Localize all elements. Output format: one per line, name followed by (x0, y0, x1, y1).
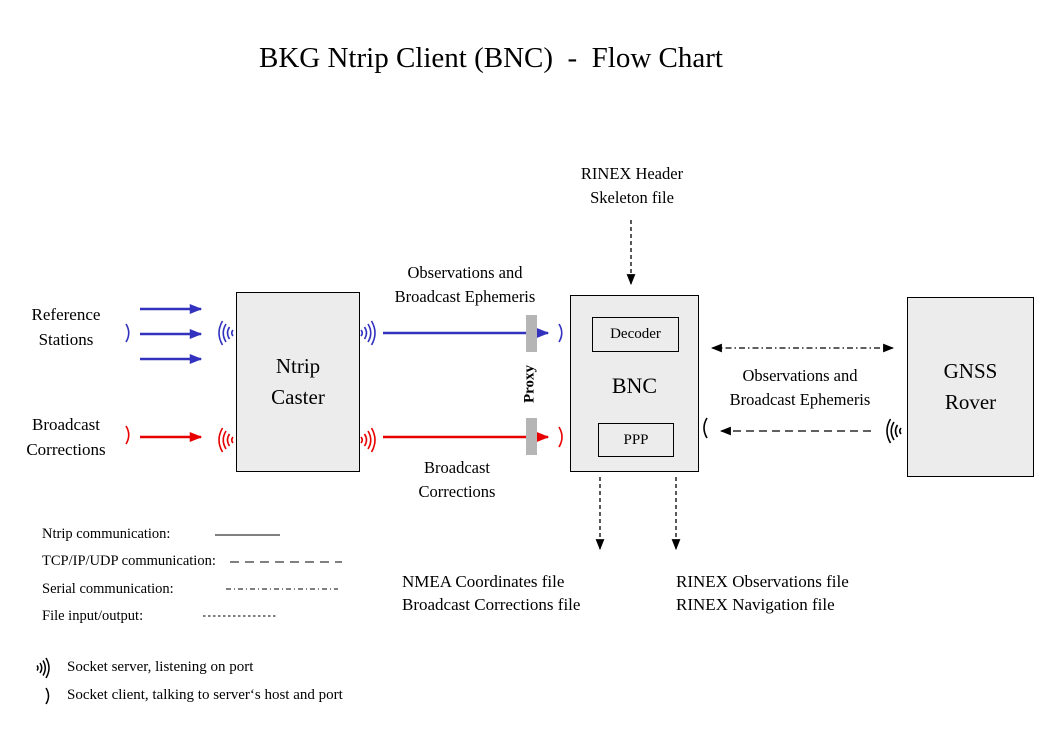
socket-client-icon-bnc-right (703, 417, 708, 439)
socket-client-icon-legend (45, 687, 50, 705)
socket-legend-server: Socket server, listening on port (67, 659, 254, 675)
ppp-label: PPP (623, 431, 649, 448)
socket-server-icon-legend (36, 657, 50, 679)
socket-legend-client: Socket client, talking to server‘s host … (67, 687, 343, 703)
gnss-rover-label-line2: Rover (944, 390, 997, 414)
socket-server-icon-rover (886, 418, 902, 444)
label-reference-stations: Reference Stations (31, 305, 101, 349)
label-nmea-output-files: NMEA Coordinates file Broadcast Correcti… (402, 572, 581, 614)
socket-server-icon-caster-left-red (218, 427, 234, 453)
label-rinex-output-files: RINEX Observations file RINEX Navigation… (676, 572, 849, 614)
legend-item-tcp: TCP/IP/UDP communication: (42, 553, 216, 569)
label-rinex-header-skeleton: RINEX Header Skeleton file (580, 164, 684, 207)
label-observations-ephemeris-top: Observations and Broadcast Ephemeris (394, 263, 536, 306)
node-ntrip-caster: Ntrip Caster (236, 292, 360, 472)
bnc-output-file-arrows (595, 477, 681, 551)
socket-client-icon-bnc-red (558, 426, 563, 448)
proxy-label: Proxy (521, 364, 538, 404)
legend-item-ntrip: Ntrip communication: (42, 526, 171, 542)
socket-server-icon-caster-right-blue (360, 320, 376, 346)
label-broadcast-corrections-mid: Broadcast Corrections (418, 458, 496, 501)
legend-item-file-io: File input/output: (42, 608, 144, 624)
label-broadcast-corrections-left: Broadcast Corrections (26, 415, 106, 459)
node-bnc: Decoder BNC PPP (570, 295, 699, 472)
legend-line-samples (203, 534, 342, 617)
bnc-label: BNC (611, 373, 658, 398)
reference-stations-arrows (140, 304, 203, 364)
node-gnss-rover: GNSS Rover (907, 297, 1034, 477)
node-decoder: Decoder (592, 317, 679, 352)
proxy-bar-top (526, 315, 537, 352)
gnss-rover-label-line1: GNSS (943, 359, 998, 383)
node-ppp: PPP (598, 423, 674, 457)
socket-server-icon-caster-right-red (360, 427, 376, 453)
ntrip-caster-label-line1: Ntrip (275, 354, 321, 378)
socket-client-icon-bnc-blue (558, 323, 563, 343)
label-observations-ephemeris-right: Observations and Broadcast Ephemeris (729, 366, 871, 409)
ntrip-caster-label-line2: Caster (271, 385, 325, 409)
decoder-label: Decoder (610, 326, 661, 342)
socket-client-icon-refsta (125, 323, 130, 343)
proxy-bar-bottom (526, 418, 537, 455)
legend-item-serial: Serial communication: (42, 581, 174, 597)
socket-server-icon-caster-left-blue (218, 320, 234, 346)
page-title: BKG Ntrip Client (BNC) - Flow Chart (259, 42, 723, 74)
